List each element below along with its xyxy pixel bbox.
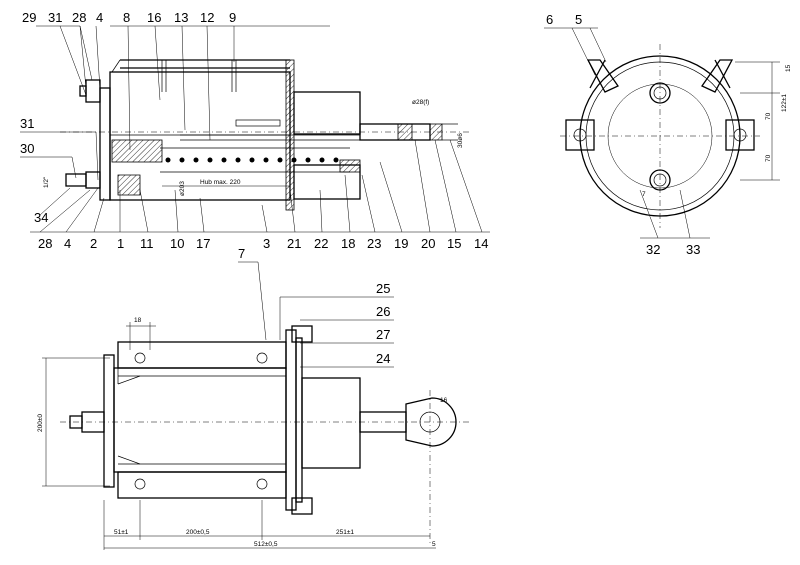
callout-18: 18 [341, 236, 355, 251]
plan-view: 18 200±0 51±1 200±0,5 251±1 512±0,5 5 16 [37, 317, 470, 550]
callout-4: 4 [96, 10, 103, 25]
spring-coils [165, 157, 339, 163]
hub-dimension: Hub max. 220 [200, 179, 241, 186]
callout-22: 22 [314, 236, 328, 251]
callout-10: 10 [170, 236, 184, 251]
callout-6: 6 [546, 12, 553, 27]
callout-14: 14 [474, 236, 488, 251]
dim-5: 5 [432, 541, 436, 548]
callout-21: 21 [287, 236, 301, 251]
callouts-bottom: 28 4 2 1 11 10 17 3 21 22 18 23 19 20 15… [30, 139, 490, 251]
callout-9: 9 [229, 10, 236, 25]
callout-20: 20 [421, 236, 435, 251]
callout-23: 23 [367, 236, 381, 251]
diameter-203: ø203 [179, 181, 186, 196]
callouts-left: 31 30 34 [20, 116, 99, 225]
callout-32: 32 [646, 242, 660, 257]
callout-17: 17 [196, 236, 210, 251]
callout-28-bottom: 28 [38, 236, 52, 251]
callout-8: 8 [123, 10, 130, 25]
callout-11: 11 [140, 236, 154, 251]
callout-5: 5 [575, 12, 582, 27]
callout-33: 33 [686, 242, 700, 257]
callouts-top: 29 31 28 4 8 16 13 12 9 [22, 10, 330, 151]
callout-3: 3 [263, 236, 270, 251]
callout-31-left: 31 [20, 116, 34, 131]
callout-27: 27 [376, 327, 390, 342]
dim-512: 512±0,5 [254, 541, 278, 548]
dim-70b: 70 [765, 154, 772, 162]
callout-30: 30 [20, 141, 34, 156]
dim-18: 18 [134, 317, 142, 324]
radius-16: 16 [440, 397, 448, 404]
dim-70a: 70 [765, 112, 772, 120]
callout-2: 2 [90, 236, 97, 251]
diameter-28: ø28(f) [412, 99, 429, 106]
section-view: Hub max. 220 ø203 ø28(f) 30ø6 1/2" [43, 59, 470, 211]
callout-7: 7 [238, 246, 245, 261]
callout-31: 31 [48, 10, 62, 25]
callout-34: 34 [34, 210, 48, 225]
dim-251: 251±1 [336, 529, 354, 536]
dim-200: 200±0 [37, 414, 44, 432]
dim-122: 122±1 [781, 94, 788, 112]
dim-half-inch: 1/2" [43, 176, 50, 188]
callouts-plan: 7 25 26 27 24 [238, 246, 394, 368]
side-view: 122±1 70 70 15 7 [560, 44, 792, 228]
callout-1: 1 [117, 236, 124, 251]
callout-28: 28 [72, 10, 86, 25]
callout-24: 24 [376, 351, 390, 366]
dim-7: 7 [642, 191, 646, 198]
callout-29: 29 [22, 10, 36, 25]
dim-15: 15 [785, 64, 792, 72]
callouts-side: 6 5 32 33 [544, 12, 710, 257]
dim-51: 51±1 [114, 529, 129, 536]
callout-13: 13 [174, 10, 188, 25]
callout-15: 15 [447, 236, 461, 251]
callout-12: 12 [200, 10, 214, 25]
callout-25: 25 [376, 281, 390, 296]
callout-16: 16 [147, 10, 161, 25]
dim-200b: 200±0,5 [186, 529, 210, 536]
callout-26: 26 [376, 304, 390, 319]
callout-19: 19 [394, 236, 408, 251]
callout-4-bottom: 4 [64, 236, 71, 251]
dim-30: 30ø6 [457, 133, 464, 148]
